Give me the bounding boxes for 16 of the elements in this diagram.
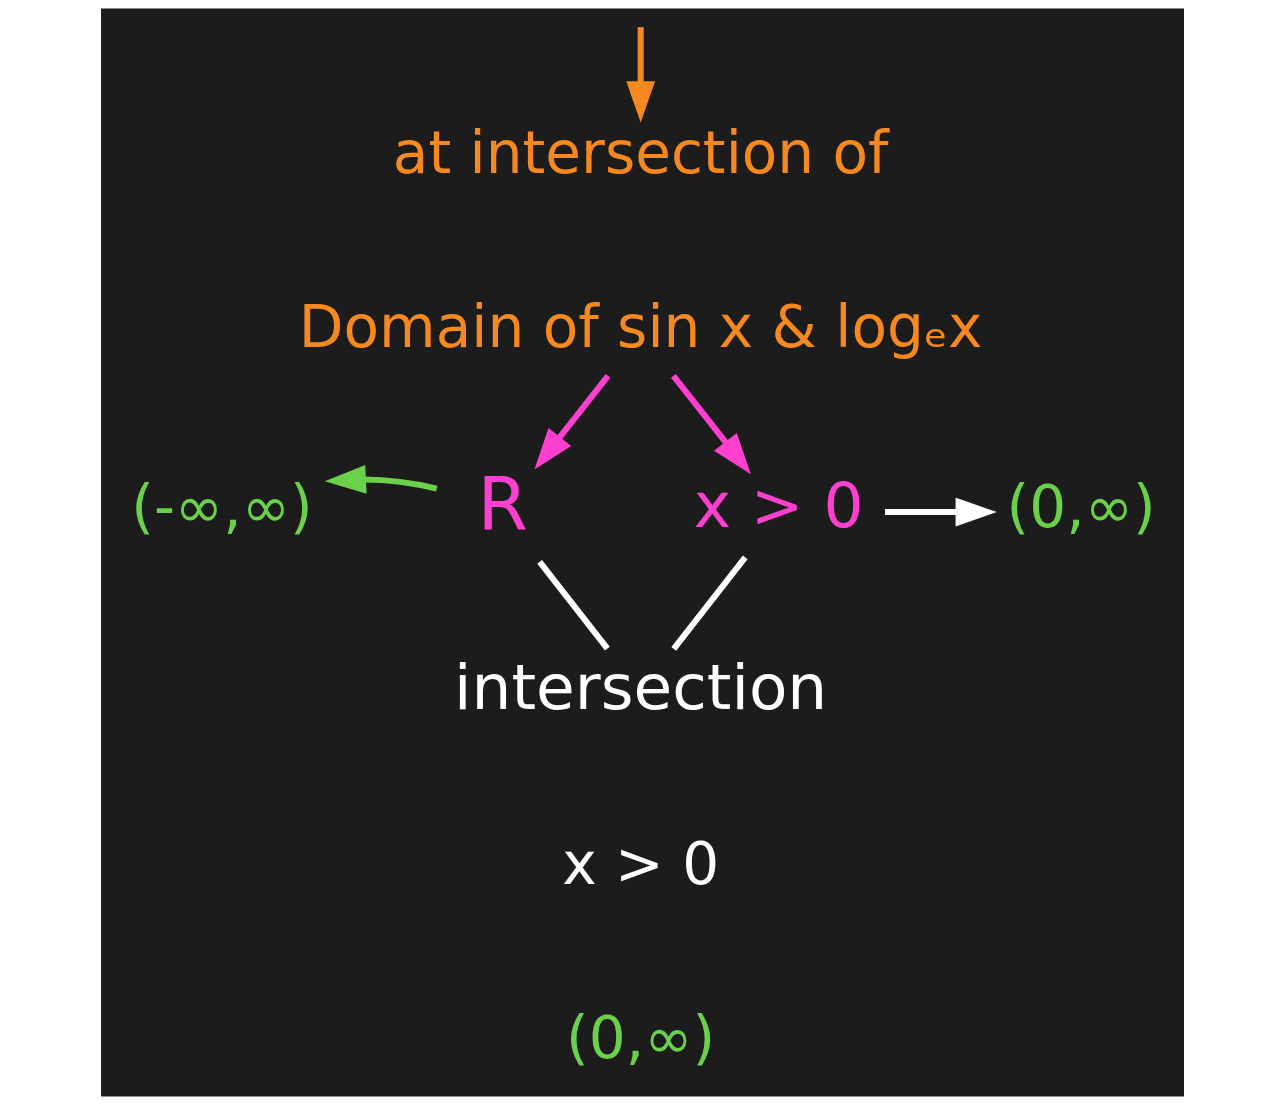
arrow	[324, 464, 437, 494]
node-text: (0,∞)	[565, 1004, 715, 1073]
connector	[670, 555, 748, 651]
arrow	[670, 373, 751, 475]
node-text: R	[477, 463, 528, 548]
arrow	[533, 373, 610, 470]
node-text: x > 0	[693, 469, 864, 543]
arrow	[884, 497, 997, 527]
node-text: (-∞,∞)	[130, 473, 313, 542]
arrow	[625, 27, 655, 123]
connector	[536, 559, 610, 651]
node-text: at intersection of	[392, 118, 889, 187]
node-text: x > 0	[561, 830, 719, 899]
node-text: intersection	[453, 650, 827, 724]
node-text: Domain of sin x & logₑx	[298, 292, 983, 361]
node-text: (0,∞)	[1006, 473, 1156, 542]
